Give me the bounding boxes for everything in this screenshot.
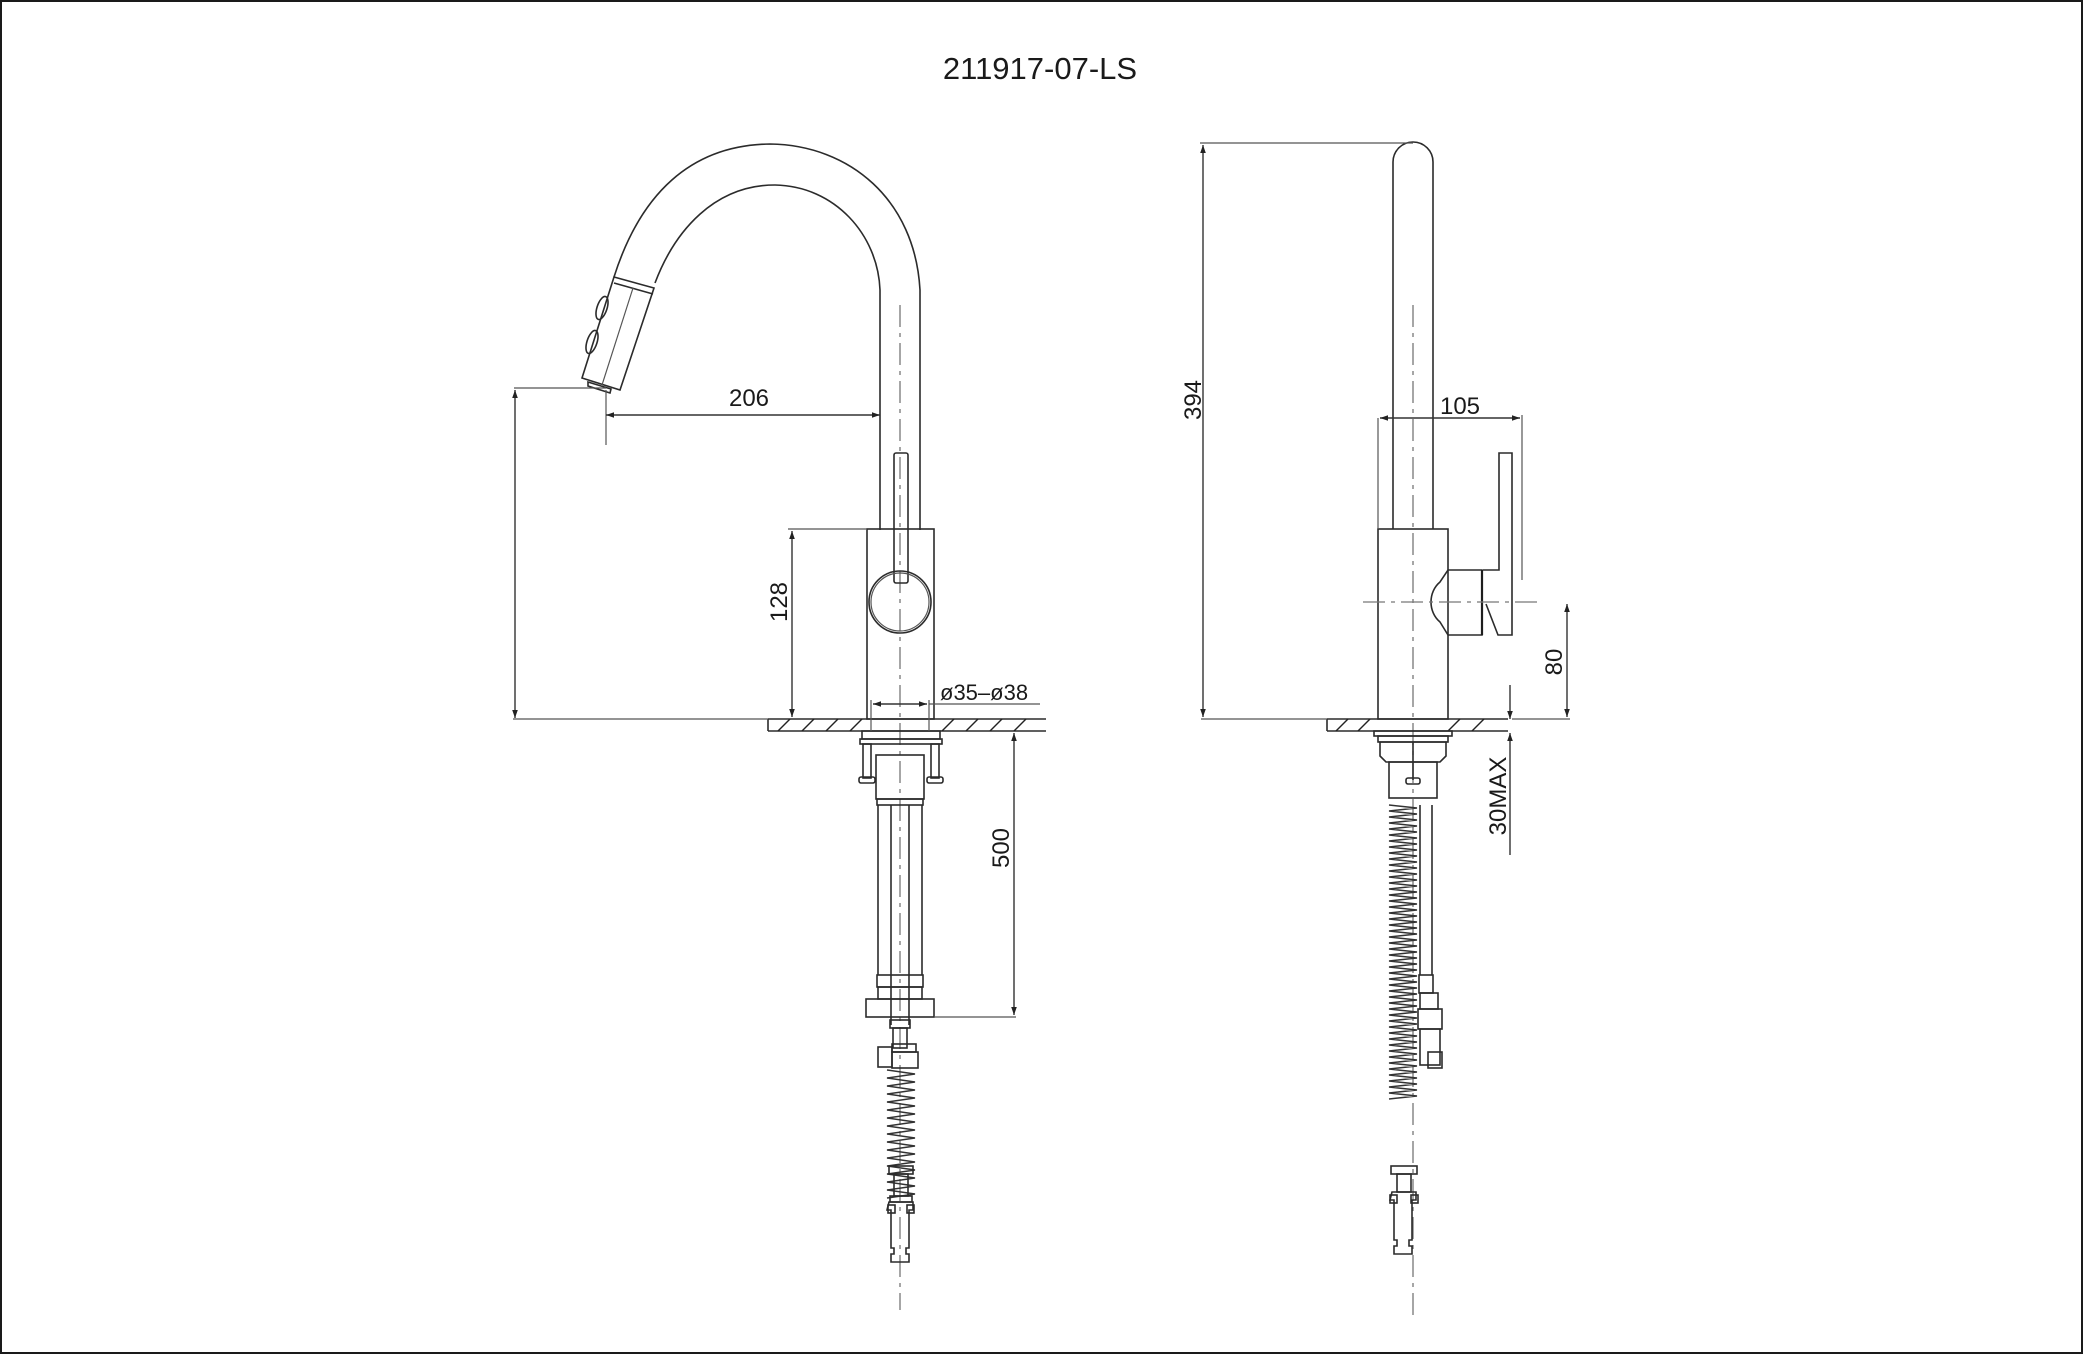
handle-knob <box>868 570 932 634</box>
lever-handle-side <box>1363 452 1540 636</box>
dimension-spout-reach: 206 <box>605 385 880 445</box>
countertop-section <box>767 718 1046 732</box>
hole-diameter-label: ø35–ø38 <box>940 680 1028 705</box>
dimension-hose-length: 500 <box>934 733 1017 1018</box>
handle-axis-height-label: 80 <box>1541 649 1568 676</box>
front-view: 206 128 ø35–ø38 500 <box>512 143 1046 1310</box>
dimension-handle-projection: 105 <box>1377 393 1523 580</box>
countertop-section-side <box>1326 718 1508 732</box>
handle-projection-label: 105 <box>1440 393 1480 420</box>
dimension-hole-diameter: ø35–ø38 <box>870 680 1040 731</box>
pull-down-hose-spring <box>877 1027 919 1263</box>
spray-button-icon <box>595 295 609 321</box>
hose-spring-side <box>1388 804 1443 1255</box>
max-deck-thickness-label: 30MAX <box>1485 757 1512 836</box>
hose-length-label: 500 <box>988 828 1015 868</box>
dimension-handle-axis-height: 80 <box>1512 604 1570 720</box>
body-height-label: 128 <box>766 582 793 622</box>
spout-side-profile <box>1392 141 1434 529</box>
mounting-hardware <box>858 730 944 1029</box>
lever-handle <box>893 452 909 584</box>
dimension-spout-height <box>512 387 768 720</box>
dimension-total-height: 394 <box>1180 142 1413 720</box>
side-view: 394 105 80 30MAX <box>1180 141 1570 1320</box>
drawing-title: 211917-07-LS <box>943 51 1137 86</box>
dimension-max-deck-thickness: 30MAX <box>1485 685 1513 855</box>
mounting-hardware-side <box>1373 730 1453 799</box>
spout-reach-label: 206 <box>729 385 769 412</box>
total-height-label: 394 <box>1180 380 1207 420</box>
spout-inner-edge <box>654 184 881 530</box>
spray-button-icon <box>585 329 599 355</box>
dimension-body-height: 128 <box>766 528 867 717</box>
spray-head <box>580 276 656 395</box>
spout-outer-edge <box>613 143 921 530</box>
